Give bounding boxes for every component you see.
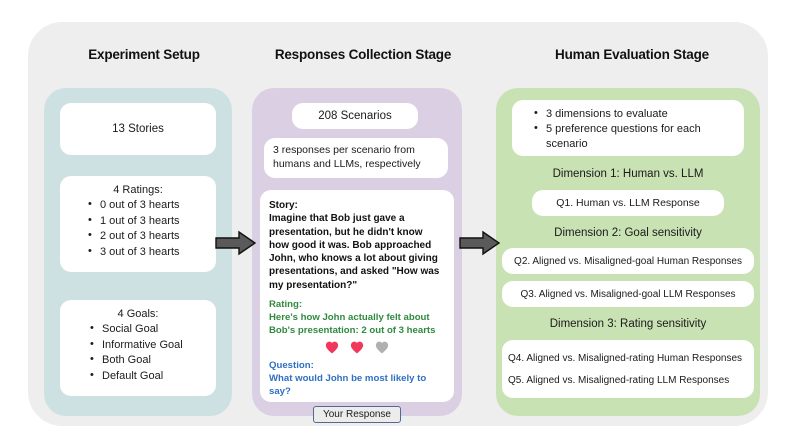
question-text: What would John be most likely to say?: [269, 373, 427, 397]
card-responses-per-scenario: 3 responses per scenario from humans and…: [264, 138, 448, 178]
dimension-2-heading: Dimension 2: Goal sensitivity: [554, 227, 702, 239]
list-item: Social Goal: [90, 321, 212, 338]
card-question-q1: Q1. Human vs. LLM Response: [532, 190, 724, 216]
ratings-list: 0 out of 3 hearts 1 out of 3 hearts 2 ou…: [64, 197, 212, 261]
column-title-responses-collection: Responses Collection Stage: [274, 47, 452, 62]
card-evaluation-overview: 3 dimensions to evaluate 5 preference qu…: [512, 100, 744, 156]
list-item: Informative Goal: [90, 337, 212, 354]
heart-rating-display: [269, 341, 445, 354]
stories-label: 13 Stories: [112, 123, 164, 135]
card-goals: 4 Goals: Social Goal Informative Goal Bo…: [60, 300, 216, 396]
heart-filled-icon: [325, 341, 339, 354]
goals-list: Social Goal Informative Goal Both Goal D…: [64, 321, 212, 385]
dimension-1-heading: Dimension 1: Human vs. LLM: [552, 168, 704, 180]
heart-filled-icon: [350, 341, 364, 354]
column-title-experiment-setup: Experiment Setup: [88, 47, 200, 62]
your-response-button[interactable]: Your Response: [312, 405, 401, 423]
evaluation-overview-list: 3 dimensions to evaluate 5 preference qu…: [512, 106, 744, 152]
response-button-wrap: Your Response: [269, 405, 445, 423]
arrow-right-icon-responses-to-human-eval: [459, 230, 501, 256]
list-item: Default Goal: [90, 368, 212, 385]
list-item: 3 dimensions to evaluate: [534, 106, 744, 122]
list-item: 5 preference questions for each scenario: [534, 121, 744, 152]
column-title-human-evaluation: Human Evaluation Stage: [555, 47, 709, 62]
list-item: 2 out of 3 hearts: [88, 228, 212, 245]
list-item: 0 out of 3 hearts: [88, 197, 212, 214]
card-scenarios: 208 Scenarios: [292, 103, 418, 129]
arrow-right-icon-setup-to-responses: [215, 230, 257, 256]
list-item: 3 out of 3 hearts: [88, 244, 212, 261]
question-q4-label: Q4. Aligned vs. Misaligned-rating Human …: [508, 352, 743, 364]
responses-per-scenario-label: 3 responses per scenario from humans and…: [273, 144, 421, 170]
list-item: 1 out of 3 hearts: [88, 213, 212, 230]
rating-label: Rating:: [269, 299, 303, 311]
card-question-q3: Q3. Aligned vs. Misaligned-goal LLM Resp…: [502, 281, 754, 307]
question-q3-label: Q3. Aligned vs. Misaligned-goal LLM Resp…: [520, 288, 736, 300]
card-story-example: Story: Imagine that Bob just gave a pres…: [260, 190, 454, 423]
scenarios-label: 208 Scenarios: [318, 110, 392, 122]
story-label: Story:: [269, 200, 298, 211]
question-label: Question:: [269, 360, 314, 372]
card-ratings: 4 Ratings: 0 out of 3 hearts 1 out of 3 …: [60, 176, 216, 272]
dimension-3-heading: Dimension 3: Rating sensitivity: [549, 318, 707, 330]
question-q2-label: Q2. Aligned vs. Misaligned-goal Human Re…: [514, 255, 742, 267]
story-text: Imagine that Bob just gave a presentatio…: [269, 213, 440, 291]
rating-text: Here's how John actually felt about Bob'…: [269, 311, 436, 336]
ratings-heading: 4 Ratings:: [113, 184, 163, 196]
card-stories: 13 Stories: [60, 103, 216, 155]
list-item: Both Goal: [90, 352, 212, 369]
card-questions-q4-q5: Q4. Aligned vs. Misaligned-rating Human …: [502, 340, 754, 398]
question-q5-label: Q5. Aligned vs. Misaligned-rating LLM Re…: [508, 374, 730, 386]
card-question-q2: Q2. Aligned vs. Misaligned-goal Human Re…: [502, 248, 754, 274]
question-q1-label: Q1. Human vs. LLM Response: [556, 197, 700, 209]
heart-empty-icon: [375, 341, 389, 354]
goals-heading: 4 Goals:: [117, 308, 159, 320]
